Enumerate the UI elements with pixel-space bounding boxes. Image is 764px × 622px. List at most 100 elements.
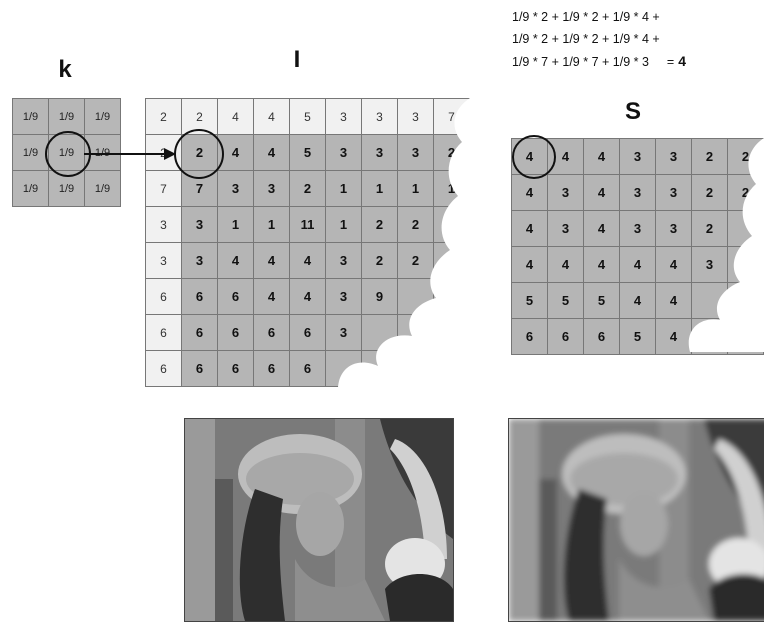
image-cell: 1 (217, 206, 254, 243)
image-cell: 1 (397, 170, 434, 207)
result-cell: 3 (547, 210, 584, 247)
image-cell: 7 (145, 170, 182, 207)
image-cell: 9 (361, 278, 398, 315)
result-cell: 5 (547, 282, 584, 319)
torn-edge-result (688, 138, 764, 352)
image-cell: 7 (181, 170, 218, 207)
result-cell: 4 (583, 210, 620, 247)
image-cell: 3 (253, 170, 290, 207)
image-cell: 2 (397, 206, 434, 243)
result-cell: 3 (655, 138, 692, 175)
image-cell: 4 (253, 98, 290, 135)
image-cell: 6 (217, 350, 254, 387)
result-cell: 3 (619, 138, 656, 175)
image-cell: 3 (145, 206, 182, 243)
result-cell: 3 (547, 174, 584, 211)
image-cell: 6 (181, 314, 218, 351)
image-cell: 3 (325, 278, 362, 315)
image-cell: 2 (289, 170, 326, 207)
image-cell: 6 (145, 314, 182, 351)
image-cell: 1 (325, 206, 362, 243)
image-cell: 3 (181, 206, 218, 243)
image-cell: 3 (325, 134, 362, 171)
image-cell: 6 (289, 314, 326, 351)
image-cell: 3 (145, 242, 182, 279)
image-cell: 6 (253, 350, 290, 387)
image-cell: 6 (181, 350, 218, 387)
input-target-circle (174, 129, 224, 179)
result-cell: 6 (547, 318, 584, 355)
kernel-cell: 1/9 (84, 170, 121, 207)
image-cell: 5 (289, 134, 326, 171)
result-cell: 3 (619, 210, 656, 247)
kernel-cell: 1/9 (12, 98, 49, 135)
image-cell: 11 (289, 206, 326, 243)
kernel-cell: 1/9 (12, 170, 49, 207)
image-cell: 3 (361, 98, 398, 135)
image-cell: 4 (253, 134, 290, 171)
kernel-label: k (58, 56, 72, 83)
image-cell: 3 (181, 242, 218, 279)
image-cell: 4 (289, 242, 326, 279)
original-photo (184, 418, 454, 622)
input-image-grid: 2244533372244533327733211113311111222334… (145, 98, 470, 387)
image-cell: 5 (289, 98, 326, 135)
image-cell: 2 (361, 242, 398, 279)
formula-result: 4 (678, 53, 687, 69)
mapping-arrow-head (164, 148, 176, 160)
result-cell: 3 (619, 174, 656, 211)
result-cell: 4 (547, 138, 584, 175)
formula-line-3-text: 1/9 * 7 + 1/9 * 7 + 1/9 * 3 (512, 55, 649, 69)
result-cell: 3 (655, 174, 692, 211)
image-cell: 4 (253, 278, 290, 315)
kernel-center-circle (45, 131, 91, 177)
image-cell: 6 (181, 278, 218, 315)
result-cell: 4 (619, 282, 656, 319)
result-cell: 4 (511, 246, 548, 283)
kernel-cell: 1/9 (12, 134, 49, 171)
image-cell: 1 (361, 170, 398, 207)
result-cell: 2 (691, 210, 728, 247)
image-cell: 1 (325, 170, 362, 207)
image-label: I (293, 46, 301, 73)
formula-line-1: 1/9 * 2 + 1/9 * 2 + 1/9 * 4 + (512, 10, 660, 24)
result-cell: 4 (511, 174, 548, 211)
image-cell: 6 (289, 350, 326, 387)
image-cell: 6 (145, 278, 182, 315)
kernel-cell: 1/9 (84, 98, 121, 135)
result-target-circle (512, 135, 556, 179)
result-cell: 4 (583, 174, 620, 211)
kernel-cell: 1/9 (48, 134, 85, 171)
torn-edge-input (337, 98, 480, 394)
image-cell: 2 (361, 206, 398, 243)
image-cell: 6 (217, 314, 254, 351)
image-cell: 3 (325, 242, 362, 279)
formula-equals: = (666, 55, 675, 69)
blurred-photo (508, 418, 764, 622)
formula-line-3: 1/9 * 7 + 1/9 * 7 + 1/9 * 3 =4 (512, 50, 686, 73)
image-cell: 3 (361, 134, 398, 171)
image-cell: 1 (253, 206, 290, 243)
image-cell: 4 (289, 278, 326, 315)
image-cell: 2 (145, 98, 182, 135)
result-cell: 5 (619, 318, 656, 355)
result-cell: 6 (583, 318, 620, 355)
result-cell: 4 (655, 246, 692, 283)
result-cell: 4 (655, 282, 692, 319)
result-cell: 6 (511, 318, 548, 355)
image-cell (361, 314, 398, 351)
image-cell: 3 (217, 170, 254, 207)
image-cell: 2 (181, 98, 218, 135)
result-label: S (624, 98, 641, 125)
convolution-formula: 1/9 * 2 + 1/9 * 2 + 1/9 * 4 + 1/9 * 2 + … (512, 6, 686, 73)
result-cell: 3 (691, 246, 728, 283)
formula-line-2: 1/9 * 2 + 1/9 * 2 + 1/9 * 4 + (512, 32, 660, 46)
